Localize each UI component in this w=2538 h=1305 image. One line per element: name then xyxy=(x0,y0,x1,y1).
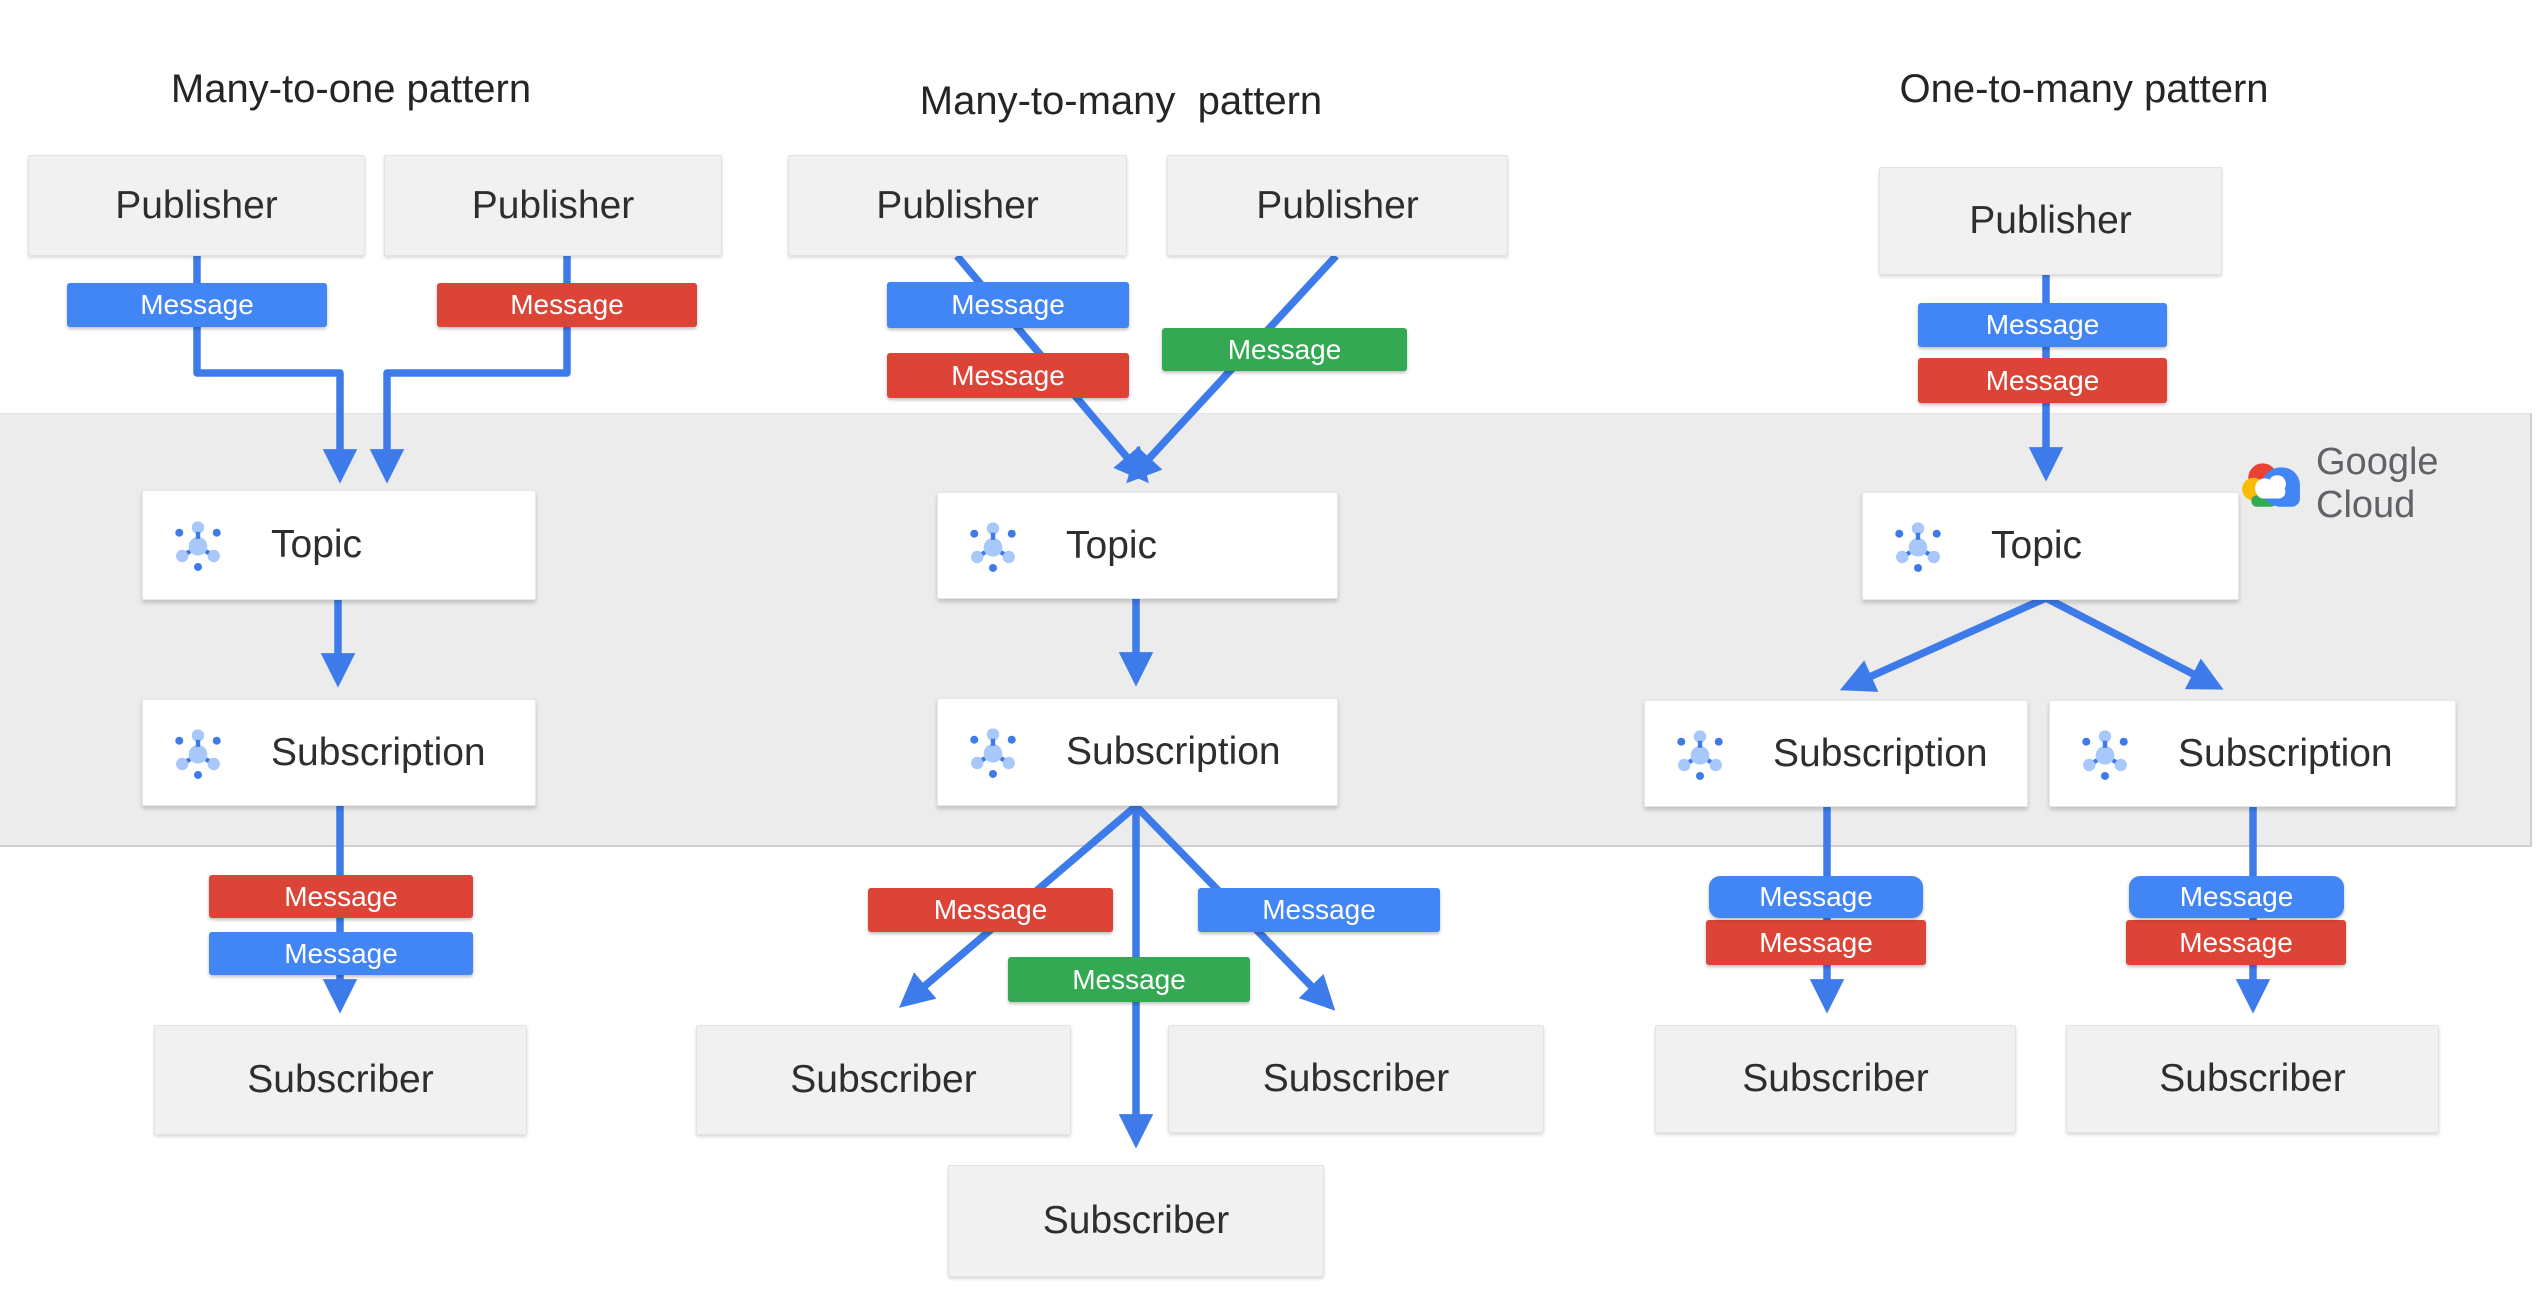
pubsub-icon xyxy=(2082,729,2128,780)
subscriber-box: Subscriber xyxy=(2066,1025,2439,1133)
message-badge-blue: Message xyxy=(1198,888,1440,932)
publisher-label: Publisher xyxy=(471,183,635,227)
subscription-box: Subscription xyxy=(142,699,536,806)
pubsub-icon xyxy=(175,521,221,571)
pubsub-icon xyxy=(175,728,221,779)
subscriber-label: Subscriber xyxy=(1042,1199,1230,1242)
subscription-box: Subscription xyxy=(937,698,1338,806)
subscription-box: Subscription xyxy=(1644,700,2028,807)
message-label: Message xyxy=(140,289,254,320)
topic-box: Topic xyxy=(142,490,536,600)
message-badge-red: Message xyxy=(868,888,1113,932)
pubsub-icon xyxy=(970,728,1016,778)
message-badge-red: Message xyxy=(887,353,1129,398)
message-badge-green: Message xyxy=(1162,328,1407,371)
message-badge-red: Message xyxy=(209,875,473,918)
pubsub-icon xyxy=(970,521,1016,572)
subscription-label: Subscription xyxy=(1773,731,1988,775)
message-label: Message xyxy=(951,359,1065,391)
publisher-label: Publisher xyxy=(876,183,1039,227)
google-cloud-wordmark: Google Cloud xyxy=(2316,441,2439,526)
topic-label: Topic xyxy=(1991,524,2083,567)
message-badge-blue: Message xyxy=(2129,876,2344,918)
topic-label: Topic xyxy=(1066,523,1158,567)
subscriber-label: Subscriber xyxy=(2159,1057,2346,1100)
message-badge-blue: Message xyxy=(209,932,473,975)
message-badge-red: Message xyxy=(2126,920,2346,965)
subscriber-label: Subscriber xyxy=(1262,1057,1450,1100)
subscriber-label: Subscriber xyxy=(247,1058,434,1101)
message-label: Message xyxy=(284,937,398,969)
publisher-box: Publisher xyxy=(1879,167,2222,275)
subscriber-box: Subscriber xyxy=(1655,1025,2016,1133)
message-label: Message xyxy=(1072,963,1186,995)
message-badge-blue: Message xyxy=(1709,876,1923,918)
topic-box: Topic xyxy=(1862,492,2239,600)
message-label: Message xyxy=(1985,364,2100,396)
subscriber-box: Subscriber xyxy=(696,1025,1071,1135)
subscription-box: Subscription xyxy=(2049,700,2456,807)
message-label: Message xyxy=(284,880,398,912)
publisher-box: Publisher xyxy=(384,155,722,256)
message-badge-blue: Message xyxy=(1918,303,2167,347)
message-label: Message xyxy=(1227,333,1342,365)
subscriber-box: Subscriber xyxy=(154,1025,527,1135)
message-badge-red: Message xyxy=(1706,920,1926,965)
message-label: Message xyxy=(1759,926,1873,958)
message-label: Message xyxy=(2179,926,2293,958)
message-badge-blue: Message xyxy=(887,282,1129,328)
pubsub-icon xyxy=(1895,522,1941,572)
pattern-title-many-to-many: Many-to-many pattern xyxy=(919,79,1323,123)
subscriber-box: Subscriber xyxy=(948,1165,1324,1277)
subscriber-label: Subscriber xyxy=(790,1058,977,1101)
google-cloud-icon xyxy=(2242,463,2300,507)
message-label: Message xyxy=(951,289,1065,320)
message-label: Message xyxy=(1262,894,1376,925)
pattern-title-many-to-one: Many-to-one pattern xyxy=(170,67,532,111)
message-badge-blue: Message xyxy=(67,283,327,327)
arrow xyxy=(1839,594,2048,692)
message-badge-green: Message xyxy=(1008,957,1250,1002)
message-badge-red: Message xyxy=(437,283,697,327)
google-cloud-logo: Google Cloud xyxy=(2240,441,2538,527)
message-label: Message xyxy=(1759,881,1873,912)
subscriber-box: Subscriber xyxy=(1168,1025,1544,1133)
subscriber-label: Subscriber xyxy=(1742,1057,1929,1100)
subscription-label: Subscription xyxy=(2178,731,2393,775)
message-label: Message xyxy=(933,894,1048,925)
topic-label: Topic xyxy=(271,523,363,566)
publisher-box: Publisher xyxy=(28,155,365,256)
subscription-label: Subscription xyxy=(271,730,486,774)
publisher-box: Publisher xyxy=(788,155,1127,256)
topic-box: Topic xyxy=(937,492,1338,599)
publisher-box: Publisher xyxy=(1167,155,1508,256)
publisher-label: Publisher xyxy=(1256,183,1419,227)
arrow xyxy=(2044,594,2224,690)
pubsub-icon xyxy=(1677,729,1723,780)
publisher-label: Publisher xyxy=(115,183,278,227)
subscription-label: Subscription xyxy=(1066,730,1281,773)
pattern-title-one-to-many: One-to-many pattern xyxy=(1899,67,2269,111)
publisher-label: Publisher xyxy=(1969,199,2132,242)
message-label: Message xyxy=(2179,881,2294,912)
message-label: Message xyxy=(1985,309,2100,340)
message-badge-red: Message xyxy=(1918,358,2167,403)
message-label: Message xyxy=(510,289,624,320)
